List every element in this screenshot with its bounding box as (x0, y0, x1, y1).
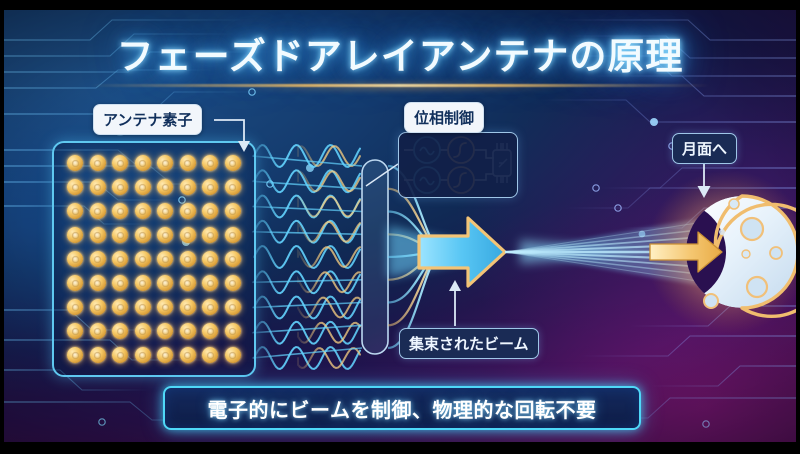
antenna-element (112, 203, 129, 219)
antenna-element (134, 227, 151, 243)
antenna-element (112, 179, 129, 195)
antenna-element (134, 275, 151, 291)
antenna-element (157, 203, 174, 219)
antenna-element (89, 179, 106, 195)
antenna-element (112, 155, 129, 171)
antenna-element (134, 299, 151, 315)
antenna-element (179, 323, 196, 339)
antenna-element (89, 155, 106, 171)
antenna-element (67, 299, 84, 315)
antenna-element (134, 251, 151, 267)
antenna-element (202, 179, 219, 195)
antenna-element (224, 227, 241, 243)
antenna-element (202, 323, 219, 339)
antenna-element (179, 203, 196, 219)
antenna-element (224, 347, 241, 363)
antenna-element (202, 227, 219, 243)
antenna-element (157, 275, 174, 291)
page-title-text: フェーズドアレイアンテナの原理 (116, 36, 684, 77)
antenna-element (134, 179, 151, 195)
moon-craters (703, 198, 783, 309)
connector-phase-control (365, 163, 399, 187)
antenna-element (179, 179, 196, 195)
antenna-element (134, 323, 151, 339)
antenna-element (67, 251, 84, 267)
antenna-element (179, 347, 196, 363)
antenna-element-grid (54, 143, 254, 375)
connector-antenna-element (214, 119, 245, 141)
antenna-element (89, 299, 106, 315)
antenna-element (157, 299, 174, 315)
antenna-element (89, 227, 106, 243)
antenna-element (224, 251, 241, 267)
label-to-moon: 月面へ (672, 133, 738, 164)
letterbox-bottom (0, 442, 800, 454)
antenna-element (202, 299, 219, 315)
crescent-moon-icon (646, 170, 800, 334)
beam-arrow-icon (417, 216, 507, 288)
antenna-element (179, 155, 196, 171)
antenna-element (157, 179, 174, 195)
antenna-element (202, 155, 219, 171)
antenna-element (224, 203, 241, 219)
antenna-array-panel (52, 141, 256, 377)
title-underline (90, 84, 710, 87)
letterbox-left (0, 0, 4, 454)
antenna-element (179, 275, 196, 291)
antenna-element (67, 347, 84, 363)
antenna-element (224, 275, 241, 291)
antenna-element (179, 299, 196, 315)
label-focused-beam: 集束されたビーム (399, 328, 539, 359)
antenna-element (157, 155, 174, 171)
antenna-element (67, 179, 84, 195)
antenna-element (179, 251, 196, 267)
phase-control-box (398, 132, 518, 198)
antenna-element (224, 179, 241, 195)
antenna-element (112, 251, 129, 267)
antenna-element (112, 227, 129, 243)
antenna-element (157, 251, 174, 267)
antenna-element (202, 203, 219, 219)
page-title: フェーズドアレイアンテナの原理 (0, 26, 800, 80)
antenna-element (202, 347, 219, 363)
antenna-element (89, 347, 106, 363)
antenna-element (67, 155, 84, 171)
antenna-element (224, 299, 241, 315)
antenna-element (112, 347, 129, 363)
antenna-element (112, 275, 129, 291)
antenna-element (134, 203, 151, 219)
antenna-element (89, 203, 106, 219)
antenna-element (157, 347, 174, 363)
antenna-element (157, 227, 174, 243)
antenna-element (134, 155, 151, 171)
phase-control-bar (361, 159, 389, 355)
antenna-element (89, 323, 106, 339)
antenna-element (202, 251, 219, 267)
antenna-element (67, 323, 84, 339)
antenna-element (67, 203, 84, 219)
letterbox-top (0, 0, 800, 10)
summary-banner: 電子的にビームを制御、物理的な回転不要 (163, 386, 641, 430)
label-phase-control: 位相制御 (404, 102, 485, 133)
antenna-element (112, 323, 129, 339)
antenna-element (202, 275, 219, 291)
antenna-element (112, 299, 129, 315)
summary-banner-text: 電子的にビームを制御、物理的な回転不要 (207, 399, 597, 422)
antenna-element (157, 323, 174, 339)
antenna-element (89, 275, 106, 291)
antenna-element (224, 323, 241, 339)
antenna-element (67, 227, 84, 243)
antenna-element (67, 275, 84, 291)
antenna-element (89, 251, 106, 267)
antenna-element (224, 155, 241, 171)
connector-arrowheads (238, 141, 711, 291)
label-antenna-element: アンテナ素子 (93, 104, 203, 135)
antenna-element (179, 227, 196, 243)
antenna-element (134, 347, 151, 363)
letterbox-right (796, 0, 800, 454)
